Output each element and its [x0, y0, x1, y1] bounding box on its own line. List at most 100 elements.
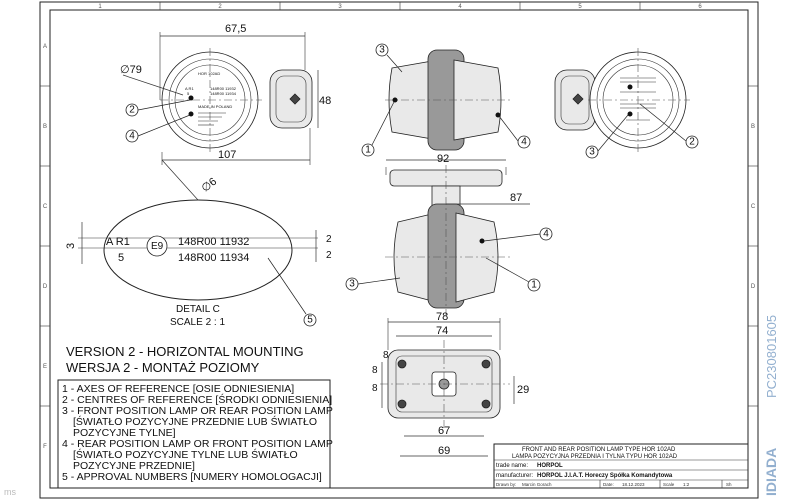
- inner-border: [49, 9, 749, 489]
- trade-name-value: HORPOL: [537, 463, 563, 469]
- balloon-3-rear: 3: [589, 147, 595, 158]
- sheet-frame: 1 2 3 4 5 6 A B C D E F B C D: [39, 1, 759, 499]
- balloon-1-top: 1: [531, 280, 537, 291]
- dim-107: 107: [218, 149, 236, 161]
- zone-row-e: E: [43, 364, 47, 370]
- zone-col-3: 3: [338, 4, 342, 10]
- detail-title: DETAIL C: [176, 304, 220, 315]
- version-line-2: WERSJA 2 - MONTAŻ POZIOMY: [66, 360, 260, 375]
- zone-col-1: 1: [98, 4, 102, 10]
- dim-67: 67: [438, 425, 450, 437]
- zone-row-d-right: D: [751, 284, 756, 290]
- version-heading: VERSION 2 - HORIZONTAL MOUNTING WERSJA 2…: [66, 344, 304, 375]
- dim-diameter-6: ∅6: [199, 176, 219, 195]
- title-block: FRONT AND REAR POSITION LAMP TYPE HOR 10…: [493, 443, 749, 489]
- dim-67-5: 67,5: [225, 23, 246, 35]
- zone-col-2: 2: [218, 4, 222, 10]
- watermark-brand: IDIADA: [763, 448, 779, 496]
- drawn-by-label: Drawn by:: [496, 482, 516, 487]
- scale-value: 1:2: [683, 482, 690, 487]
- face-hor-label: HOR 102AD: [198, 71, 220, 76]
- title-en: FRONT AND REAR POSITION LAMP TYPE HOR 10…: [522, 447, 676, 453]
- zone-col-6: 6: [698, 4, 702, 10]
- balloon-4-side: 4: [521, 137, 527, 148]
- dim-8-lower: 8: [372, 383, 378, 394]
- e-mark-circle: [146, 235, 168, 257]
- dim-87: 87: [510, 192, 522, 204]
- drawn-by-value: Marcin Gorach: [522, 482, 552, 487]
- idiada-watermark: IDIADA PC230801605: [763, 315, 779, 496]
- date-label: Date:: [603, 482, 614, 487]
- zone-col-4: 4: [458, 4, 462, 10]
- bracket-screw: [289, 93, 301, 105]
- outer-border: [39, 1, 759, 499]
- legend-item-3: 3 - FRONT POSITION LAMP OR REAR POSITION…: [62, 405, 333, 417]
- legend-item-3-pl-a: [ŚWIATŁO POZYCYJNE PRZEDNIE LUB ŚWIATŁO: [73, 415, 317, 428]
- zone-row-b: B: [43, 124, 47, 130]
- watermark-code: PC230801605: [764, 315, 779, 398]
- zone-row-c-right: C: [751, 204, 756, 210]
- version-line-1: VERSION 2 - HORIZONTAL MOUNTING: [66, 344, 304, 359]
- sheet-label: Sh: [726, 482, 732, 487]
- face-code-2: 148R00 11934: [210, 91, 237, 96]
- top-front-lens: [393, 212, 437, 303]
- title-pl: LAMPA POZYCYJNA PRZEDNIA I TYLNA TYPU HO…: [512, 454, 678, 460]
- legend-item-4-pl-a: [ŚWIATŁO POZYCYJNE TYLNE LUB ŚWIATŁO: [73, 448, 298, 461]
- dim-92: 92: [437, 153, 449, 165]
- dim-69: 69: [438, 445, 450, 457]
- detail-approval-code-1: 148R00 11932: [178, 236, 249, 248]
- dim-74: 74: [436, 325, 448, 337]
- dim-78: 78: [436, 311, 448, 323]
- dim-diameter-79: ∅79: [120, 64, 142, 76]
- balloon-5-detail: 5: [307, 315, 313, 326]
- zone-row-b-right: B: [751, 124, 755, 130]
- bottom-view: 78 74 8 8 29 67 69 8: [372, 311, 529, 457]
- zone-row-d: D: [43, 284, 48, 290]
- dim-48: 48: [319, 95, 331, 107]
- manufacturer-value: HORPOL J.I.A.T. Horeczy Spółka Komandyto…: [537, 473, 673, 479]
- detail-c-boundary: [103, 199, 293, 301]
- face-ar1: A R1: [185, 86, 194, 91]
- legend: 1 - AXES OF REFERENCE [OSIE ODNIESIENIA]…: [57, 379, 333, 489]
- legend-item-2: 2 - CENTRES OF REFERENCE [ŚRODKI ODNIESI…: [62, 393, 332, 406]
- dim-8-upper: 8: [372, 365, 378, 376]
- rear-bracket-screw: [572, 93, 584, 105]
- manufacturer-label: manufacturer:: [496, 473, 533, 479]
- balloon-4-top: 4: [543, 229, 549, 240]
- trade-name-label: trade name:: [496, 463, 528, 469]
- legend-frame: [57, 379, 331, 489]
- scale-label: Scale: [663, 482, 675, 487]
- zone-row-c: C: [43, 204, 48, 210]
- legend-item-1: 1 - AXES OF REFERENCE [OSIE ODNIESIENIA]: [62, 383, 294, 395]
- balloon-2-front: 2: [129, 105, 135, 116]
- zone-col-5: 5: [578, 4, 582, 10]
- detail-approval-code-2: 148R00 11934: [178, 252, 249, 264]
- front-view: HOR 102AD A R1 148R00 11932 148R00 11934…: [120, 23, 331, 165]
- balloon-4-front: 4: [129, 131, 135, 142]
- legend-item-4-pl-b: POZYCYJNE PRZEDNIE]: [73, 460, 195, 472]
- corner-mark: ms: [4, 487, 16, 497]
- dim-2-upper: 2: [326, 234, 332, 245]
- face-made-in: MADE IN POLAND: [198, 104, 232, 109]
- detail-ar1: A R1: [106, 236, 130, 248]
- face-code-1: 148R00 11932: [210, 86, 237, 91]
- legend-item-3-pl-b: POZYCYJNE TYLNE]: [73, 427, 176, 439]
- legend-item-5: 5 - APPROVAL NUMBERS [NUMERY HOMOLOGACJI…: [62, 471, 322, 483]
- balloon-2-rear: 2: [689, 137, 695, 148]
- balloon-3-top: 3: [349, 279, 355, 290]
- balloon-1-side: 1: [365, 145, 371, 156]
- balloon-3-side: 3: [379, 45, 385, 56]
- zone-row-f: F: [43, 444, 47, 450]
- dim-2-lower: 2: [326, 250, 332, 261]
- date-value: 18.12.2023: [622, 482, 645, 487]
- rear-view: 3 2: [554, 48, 699, 159]
- face-five: 5: [187, 91, 190, 96]
- section-mark: 8: [383, 350, 389, 361]
- side-view: 3 1 4: [361, 43, 531, 157]
- dim-3: 3: [65, 243, 77, 249]
- zone-row-a: A: [43, 44, 47, 50]
- top-view: 92 87 3 4 1: [345, 153, 553, 315]
- detail-scale: SCALE 2 : 1: [170, 317, 225, 328]
